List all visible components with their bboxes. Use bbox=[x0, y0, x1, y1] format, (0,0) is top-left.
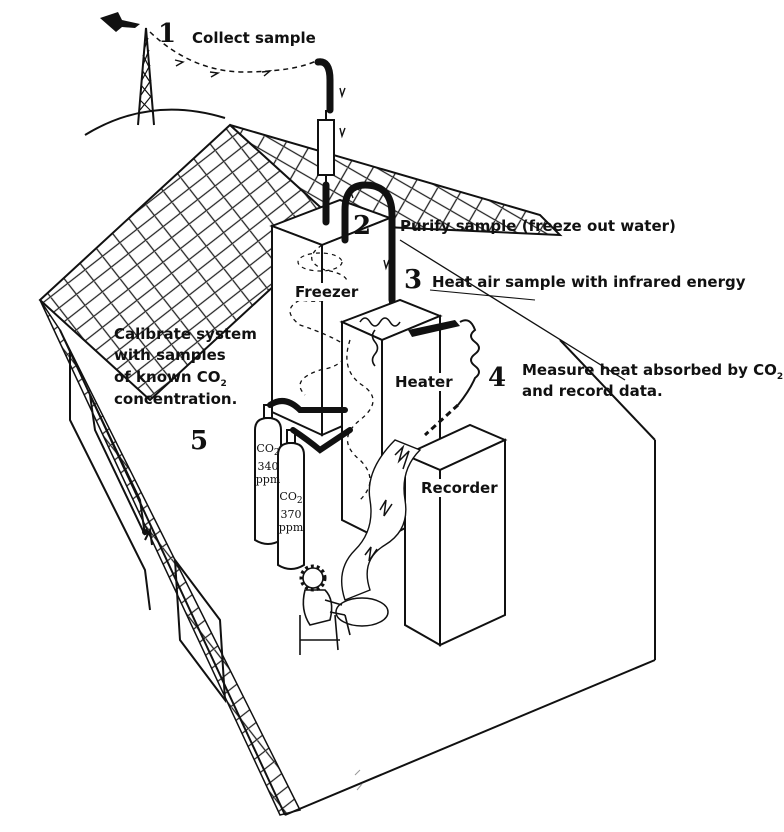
step-2-label: Purify sample (freeze out water) bbox=[400, 217, 676, 236]
step-4-number: 4 bbox=[488, 364, 506, 392]
cylinder-1-label: CO2 340 ppm bbox=[255, 442, 281, 486]
cylinder-2-unit: ppm bbox=[279, 521, 304, 534]
signal-wire bbox=[458, 320, 479, 405]
heater-label: Heater bbox=[392, 373, 456, 391]
filter-canister bbox=[318, 120, 334, 175]
step-1-number: 1 bbox=[158, 20, 176, 48]
cylinder-1-value: 340 bbox=[258, 460, 279, 473]
step-3-label: Heat air sample with infrared energy bbox=[432, 273, 745, 292]
step-4-line2: and record data. bbox=[522, 382, 663, 401]
step-4-line1: Measure heat absorbed by CO bbox=[522, 361, 777, 379]
step-2-number: 2 bbox=[353, 212, 371, 240]
recorder-label: Recorder bbox=[418, 479, 501, 497]
step-5-number: 5 bbox=[190, 427, 208, 455]
step-5-line1: Calibrate system bbox=[114, 325, 257, 344]
door-knob bbox=[142, 529, 148, 535]
step-3-number: 3 bbox=[404, 266, 422, 294]
cylinder-1-unit: ppm bbox=[256, 473, 281, 486]
step-5-line2: with samples bbox=[114, 346, 226, 365]
freezer-label: Freezer bbox=[292, 283, 361, 301]
step-5-sub: 2 bbox=[221, 379, 227, 389]
cylinder-2-label: CO2 370 ppm bbox=[278, 490, 304, 534]
step-5-line3-text: of known CO bbox=[114, 368, 221, 386]
cylinder-1-sub: 2 bbox=[274, 448, 280, 458]
recorder-unit bbox=[405, 425, 505, 645]
cylinder-2-sub: 2 bbox=[297, 496, 303, 506]
cylinder-2-gas: CO bbox=[279, 490, 296, 503]
step-1-label: Collect sample bbox=[192, 29, 316, 48]
step-4-sub: 2 bbox=[777, 372, 783, 382]
cylinder-2-value: 370 bbox=[281, 508, 302, 521]
cylinder-1-gas: CO bbox=[256, 442, 273, 455]
wind-arrow-icon bbox=[100, 12, 140, 32]
step-5-line4: concentration. bbox=[114, 390, 237, 409]
hill bbox=[85, 110, 225, 135]
paper-roll bbox=[336, 598, 388, 626]
